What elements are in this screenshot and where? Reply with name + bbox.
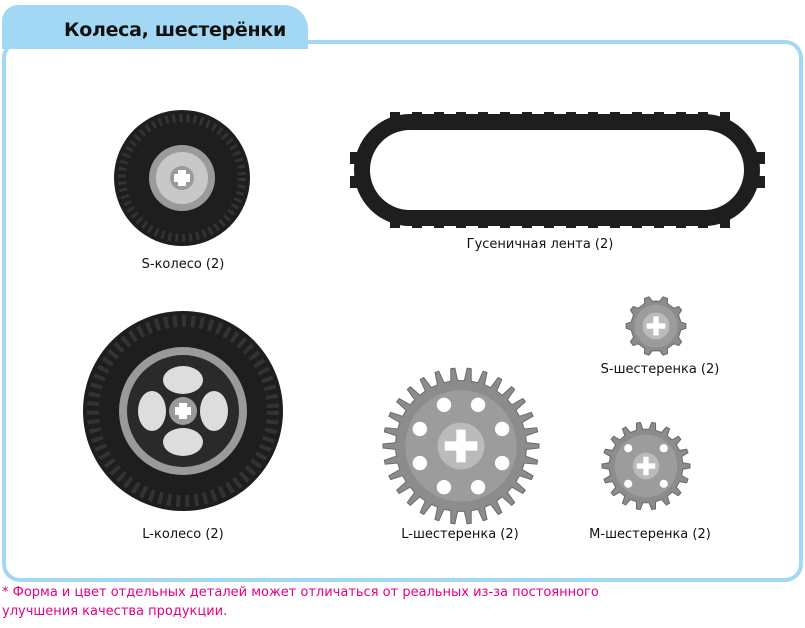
s-wheel-label: S-колесо (2) (141, 257, 225, 272)
section-tab: Колеса, шестерёнки (2, 5, 308, 49)
track-label: Гусеничная лента (2) (466, 237, 614, 252)
s-wheel-image (114, 110, 250, 246)
s-gear-image (625, 296, 687, 356)
l-gear-label: L-шестеренка (2) (401, 527, 519, 542)
l-wheel-image (83, 311, 283, 511)
section-title: Колеса, шестерёнки (64, 19, 286, 41)
m-gear-image (601, 421, 691, 511)
s-gear-label: S-шестеренка (2) (600, 362, 720, 377)
footnote-line1: * Форма и цвет отдельных деталей может о… (2, 585, 599, 600)
l-gear-image (382, 367, 540, 525)
track-image (350, 112, 765, 228)
l-wheel-label: L-колесо (2) (142, 527, 224, 542)
m-gear-label: M-шестеренка (2) (589, 527, 711, 542)
footnote-line2: улучшения качества продукции. (2, 604, 228, 619)
